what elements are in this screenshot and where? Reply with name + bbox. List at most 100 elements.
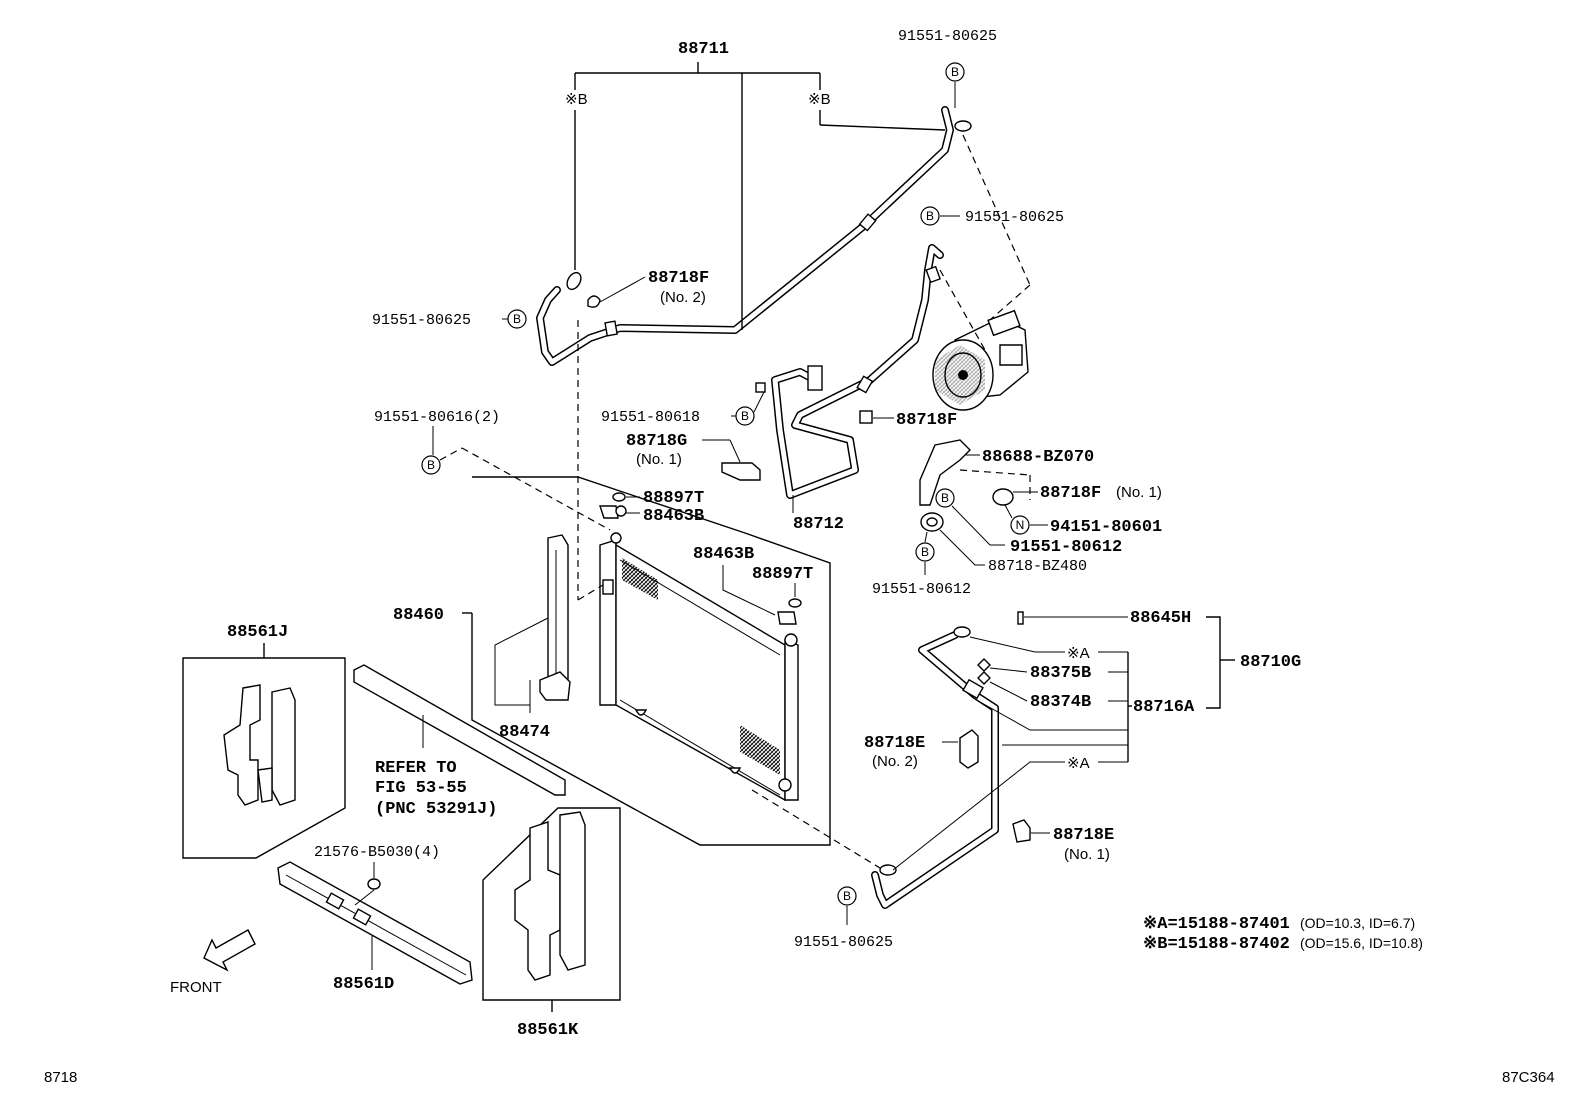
label-91551-80618: 91551-80618 [601, 409, 700, 426]
label-88718f-no2: 88718F [648, 269, 709, 288]
label-91551-80612-a: 91551-80612 [1010, 538, 1122, 557]
label-88474: 88474 [499, 723, 550, 742]
label-88718e-no1: 88718E [1053, 826, 1114, 845]
clip-88718f [859, 410, 873, 424]
corner-code-left: 8718 [44, 1069, 77, 1086]
leader-88474 [494, 617, 549, 706]
label-88716a: 88716A [1133, 698, 1195, 717]
clip-88718e-no1 [1012, 819, 1031, 843]
circle-b-icon: B [421, 455, 441, 475]
hose-88711 [536, 106, 972, 366]
leader-line [924, 531, 928, 543]
svg-text:B: B [921, 545, 929, 559]
circle-n-icon: N [1010, 515, 1030, 535]
leader-line [354, 889, 375, 906]
label-91551-80625-left: 91551-80625 [372, 312, 471, 329]
clip-88718f-no2 [587, 295, 601, 308]
leader-88711 [574, 62, 946, 330]
label-94151-80601: 94151-80601 [1050, 518, 1162, 537]
label-88718f: 88718F [896, 411, 957, 430]
condenser-88460 [599, 532, 799, 802]
liquid-line-88710g [871, 611, 1024, 909]
label-refer-to: REFER TO [375, 759, 457, 778]
label-91551-80612-b: 91551-80612 [872, 581, 971, 598]
label-refer-pnc: (PNC 53291J) [375, 800, 497, 819]
svg-text:B: B [926, 209, 934, 223]
dashed-guide [989, 284, 1031, 321]
mark-b-left: ※B [565, 91, 588, 108]
label-88897t-b: 88897T [752, 565, 813, 584]
label-88463b-a: 88463B [643, 507, 704, 526]
circle-b-icon: B [837, 886, 857, 906]
label-88688-bz070: 88688-BZ070 [982, 448, 1094, 467]
label-no2: (No. 2) [660, 289, 706, 306]
circle-b-icon: B [945, 62, 965, 82]
label-front: FRONT [170, 979, 222, 996]
svg-text:B: B [741, 409, 749, 423]
label-91551-80625-bot: 91551-80625 [794, 934, 893, 951]
label-refer-fig: FIG 53-55 [375, 779, 467, 798]
clamp-88718g [721, 462, 761, 481]
label-88718f-no1: 88718F [1040, 484, 1101, 503]
mark-b-right: ※B [808, 91, 831, 108]
svg-text:B: B [513, 312, 521, 326]
svg-text:B: B [427, 458, 435, 472]
mark-a-top: ※A [1067, 645, 1090, 662]
box-88561j [182, 643, 346, 859]
label-91551-80625-mid: 91551-80625 [965, 209, 1064, 226]
label-91551-80616: 91551-80616(2) [374, 409, 500, 426]
label-88463b-b: 88463B [693, 545, 754, 564]
mark-a-bottom: ※A [1067, 755, 1090, 772]
circle-b-icon: B [935, 488, 955, 508]
clip-88718f-no1 [992, 488, 1014, 506]
box-88561k [482, 807, 621, 1012]
note-a-dim: (OD=10.3, ID=6.7) [1300, 915, 1415, 931]
dashed-guide [959, 469, 1031, 476]
label-88718e-no2: 88718E [864, 734, 925, 753]
cap-88897t-b [788, 598, 802, 608]
leader-line [989, 667, 1028, 673]
baffle-bar [353, 664, 566, 796]
circle-b-icon: B [915, 542, 935, 562]
leader-line [969, 636, 1065, 653]
bracket-88688 [919, 439, 971, 506]
compressor [932, 309, 1029, 411]
seal-88474 [539, 534, 571, 701]
label-88718g: 88718G [626, 432, 687, 451]
dashed-guide [962, 134, 1031, 286]
label-88897t-a: 88897T [643, 489, 704, 508]
label-88374b: 88374B [1030, 693, 1091, 712]
bracket-88463b-b [777, 611, 797, 625]
label-88561j: 88561J [227, 623, 288, 642]
label-no1: (No. 1) [636, 451, 682, 468]
corner-code-right: 87C364 [1502, 1069, 1555, 1086]
hose-88712 [755, 244, 944, 499]
bracket-88463b [599, 505, 619, 519]
label-88712: 88712 [793, 515, 844, 534]
circle-b-icon: B [735, 406, 755, 426]
leader-line [989, 681, 1028, 702]
svg-text:B: B [843, 889, 851, 903]
bracket-88710g [1206, 616, 1221, 709]
leader-line [722, 565, 776, 616]
svg-text:N: N [1016, 518, 1025, 532]
bracket-88561d [277, 861, 473, 985]
label-no1-c: (No. 1) [1064, 846, 1110, 863]
front-arrow-icon [203, 929, 256, 972]
label-88561k: 88561K [517, 1021, 579, 1040]
note-b-code: ※B=15188-87402 [1143, 935, 1290, 954]
note-b-dim: (OD=15.6, ID=10.8) [1300, 935, 1423, 951]
leader-line [892, 761, 1065, 871]
condenser-frame [462, 476, 831, 846]
clamp-hole [926, 517, 938, 527]
label-88711: 88711 [678, 40, 729, 59]
label-21576-b5030: 21576-B5030(4) [314, 844, 440, 861]
svg-text:B: B [941, 491, 949, 505]
leader-line [729, 439, 741, 463]
circle-b-icon: B [920, 206, 940, 226]
label-no1-b: (No. 1) [1116, 484, 1162, 501]
leader-line [939, 529, 985, 566]
label-91551-80625-top: 91551-80625 [898, 28, 997, 45]
label-88460: 88460 [393, 606, 444, 625]
